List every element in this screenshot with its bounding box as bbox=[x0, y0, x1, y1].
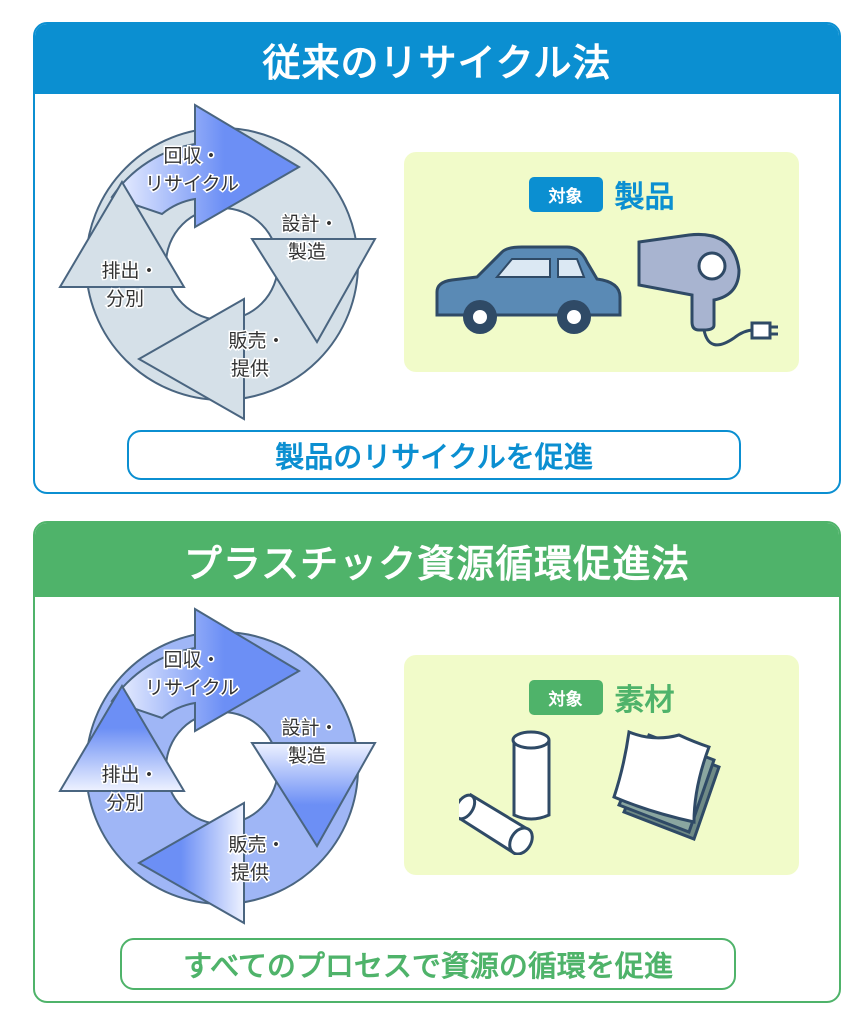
cylinder-material-icon bbox=[459, 730, 551, 855]
target-box: 対象製品 bbox=[404, 152, 799, 372]
panel-title: プラスチック資源循環促進法 bbox=[35, 523, 839, 597]
design-arrow bbox=[250, 742, 377, 848]
sell-label: 提供 bbox=[231, 862, 269, 884]
panel-title: 従来のリサイクル法 bbox=[35, 24, 839, 94]
target-tag: 対象 bbox=[528, 176, 603, 212]
collect-label: 回収・ bbox=[163, 145, 220, 167]
target-label: 製品 bbox=[614, 180, 675, 215]
target-tag: 対象 bbox=[528, 679, 603, 715]
plastic-resource-law-panel: プラスチック資源循環促進法 回収・ リサイクル 設計・ 製造 販売・ 提供 排出… bbox=[33, 521, 841, 1003]
banner: すべてのプロセスで資源の循環を促進 bbox=[120, 938, 736, 990]
sell-arrow bbox=[136, 801, 245, 925]
collect-arrow bbox=[110, 607, 301, 733]
car-icon bbox=[435, 245, 622, 334]
collect-label: 回収・ bbox=[163, 649, 220, 671]
design-label: 設計・ bbox=[281, 717, 338, 739]
banner: 製品のリサイクルを促進 bbox=[127, 430, 741, 480]
dispose-label: 分別 bbox=[106, 288, 144, 310]
hair-dryer-icon bbox=[637, 232, 778, 347]
design-label: 設計・ bbox=[281, 213, 338, 235]
dispose-arrow bbox=[58, 684, 186, 792]
design-label: 製造 bbox=[288, 745, 326, 767]
sheet-material-icon bbox=[612, 729, 721, 841]
design-arrow bbox=[250, 238, 377, 344]
dispose-label: 分別 bbox=[106, 792, 144, 814]
sell-label: 販売・ bbox=[228, 834, 285, 856]
sell-arrow bbox=[136, 297, 245, 421]
collect-label: リサイクル bbox=[145, 677, 239, 699]
target-box: 対象素材 bbox=[404, 655, 799, 875]
design-label: 製造 bbox=[288, 241, 326, 263]
recycling-cycle-diagram: 回収・ リサイクル 設計・ 製造 販売・ 提供 排出・ 分別 bbox=[58, 607, 377, 925]
dispose-label: 排出・ bbox=[101, 260, 158, 282]
traditional-recycling-law-panel: 従来のリサイクル法 回収・ リサイクル 設計・ 製造 販売・ 提供 排出・ 分別… bbox=[33, 22, 841, 494]
sell-label: 販売・ bbox=[228, 330, 285, 352]
dispose-label: 排出・ bbox=[101, 764, 158, 786]
collect-arrow bbox=[110, 103, 301, 229]
recycling-cycle-diagram: 回収・ リサイクル 設計・ 製造 販売・ 提供 排出・ 分別 bbox=[58, 103, 377, 421]
dispose-arrow bbox=[58, 180, 186, 288]
collect-label: リサイクル bbox=[145, 173, 239, 195]
sell-label: 提供 bbox=[231, 358, 269, 380]
target-label: 素材 bbox=[614, 683, 675, 718]
